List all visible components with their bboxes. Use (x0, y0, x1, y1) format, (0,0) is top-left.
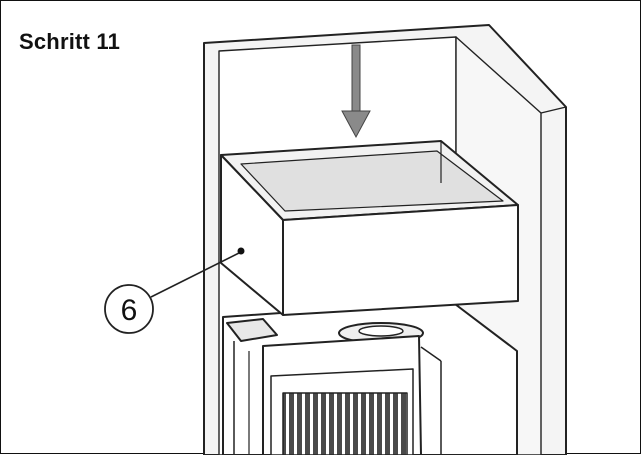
box-panel (220, 140, 519, 316)
step-title: Schritt 11 (19, 29, 121, 54)
stove-unit (222, 300, 518, 455)
callout-6: 6 (104, 252, 240, 334)
down-arrow-icon (341, 44, 371, 139)
callout-number: 6 (121, 294, 138, 327)
